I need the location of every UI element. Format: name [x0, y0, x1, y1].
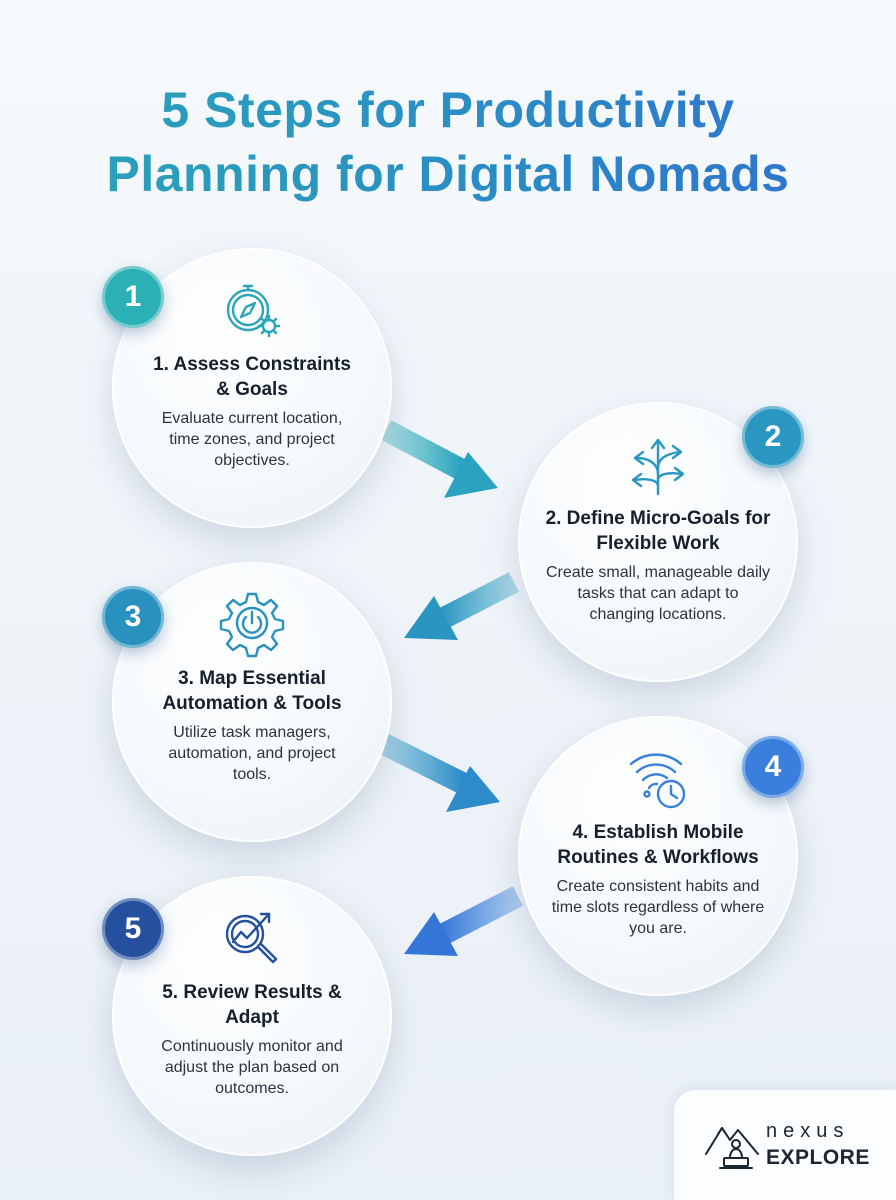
brand-logo: nexus EXPLORE	[674, 1090, 896, 1200]
compass-gear-icon	[226, 284, 281, 338]
step-3-title: 3. Map Essential Automation & Tools	[162, 668, 342, 714]
logo-word-nexus: nexus	[766, 1120, 850, 1142]
wifi-clock-icon	[629, 753, 686, 809]
step-1-card: 1. Assess Constraints & Goals Evaluate c…	[112, 248, 392, 528]
step-5-title: 5. Review Results & Adapt	[162, 982, 342, 1028]
arrow-3-to-4	[379, 734, 500, 812]
mountain-laptop-icon	[705, 1127, 759, 1169]
logo-word-explore: EXPLORE	[766, 1146, 870, 1169]
arrow-4-to-5	[404, 886, 524, 956]
gear-power-icon	[219, 592, 285, 658]
step-4-badge: 4	[742, 736, 804, 798]
step-3-description: Utilize task managers, automation, and p…	[168, 724, 336, 783]
step-5-badge: 5	[102, 898, 164, 960]
step-4-title: 4. Establish Mobile Routines & Workflows	[557, 822, 759, 868]
magnifier-growth-icon	[225, 912, 278, 964]
step-1-badge: 1	[102, 266, 164, 328]
step-5-description: Continuously monitor and adjust the plan…	[161, 1038, 343, 1097]
step-1-title: 1. Assess Constraints & Goals	[153, 354, 351, 400]
arrow-2-to-3	[404, 572, 520, 640]
step-4-description: Create consistent habits and time slots …	[551, 878, 765, 937]
step-2-title: 2. Define Micro-Goals for Flexible Work	[545, 508, 771, 554]
step-2-description: Create small, manageable daily tasks tha…	[545, 564, 771, 623]
branching-arrows-icon	[631, 438, 685, 496]
step-3-badge: 3	[102, 586, 164, 648]
step-1-description: Evaluate current location, time zones, a…	[161, 410, 343, 469]
arrow-1-to-2	[380, 420, 498, 498]
step-2-badge: 2	[742, 406, 804, 468]
